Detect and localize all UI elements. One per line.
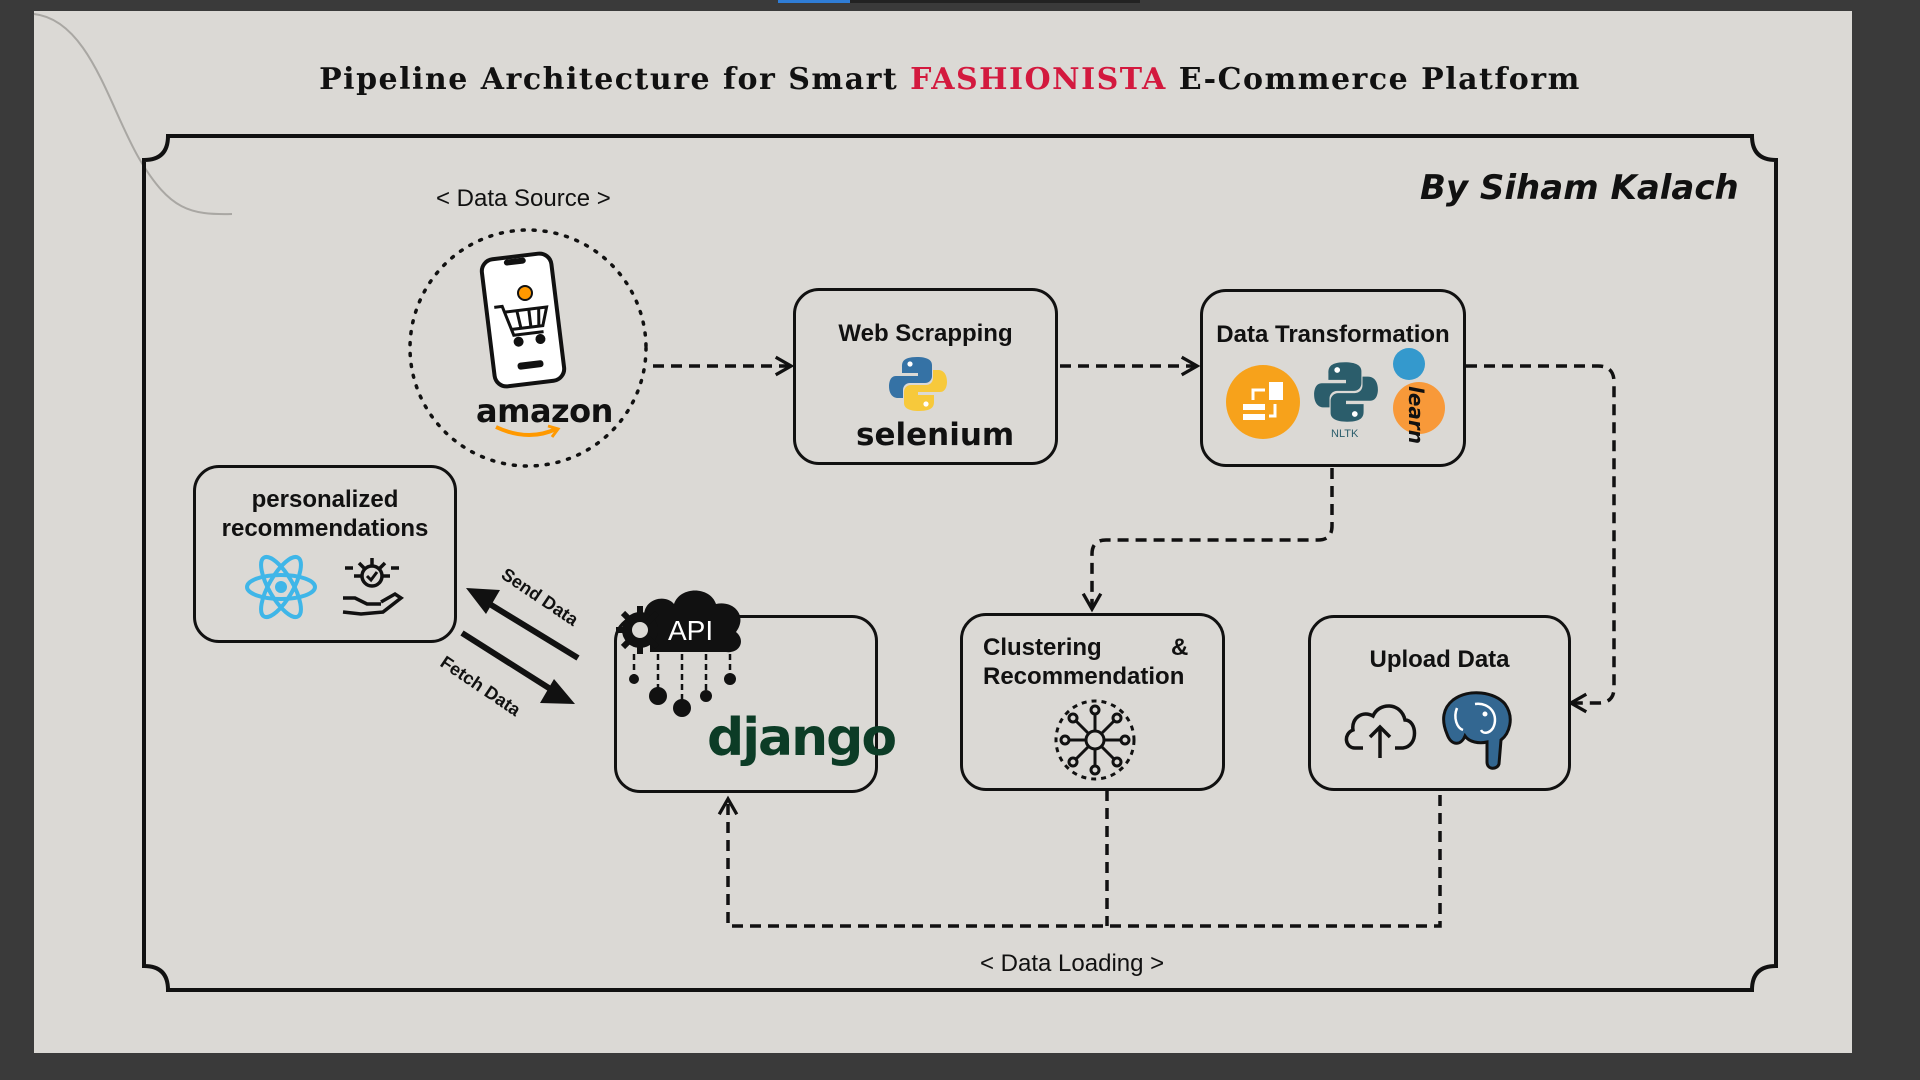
selenium-logo: selenium: [856, 417, 1015, 453]
page-title: Pipeline Architecture for Smart FASHIONI…: [0, 62, 1900, 97]
postgresql-elephant-icon: [1442, 691, 1512, 770]
outer-frame: [142, 134, 1778, 992]
data-transformation-title: Data Transformation: [1216, 321, 1450, 348]
sklearn-label: learn: [1404, 386, 1428, 444]
smartphone-cart-icon: [479, 251, 567, 389]
cloud-upload-icon: [1344, 704, 1417, 758]
upload-data-title: Upload Data: [1369, 646, 1510, 673]
title-brand: FASHIONISTA: [910, 62, 1167, 97]
network-hub-icon: [1054, 699, 1136, 781]
upload-data-node: Upload Data: [1308, 615, 1571, 791]
connector-transform-to-clustering: [1081, 468, 1334, 613]
data-transformation-node: Data Transformation NLTK learn: [1200, 289, 1466, 467]
clustering-title-line1: Clustering: [983, 634, 1102, 661]
window-tab-strip: [850, 0, 1140, 3]
clustering-title-amp: &: [1171, 634, 1189, 661]
clustering-title-line2: Recommendation: [983, 663, 1185, 690]
title-prefix: Pipeline Architecture for Smart: [319, 62, 911, 97]
react-icon: [245, 554, 317, 620]
personalized-title-line2: recommendations: [221, 515, 429, 542]
python-icon: [889, 357, 947, 411]
data-loading-label: < Data Loading >: [980, 950, 1165, 977]
amazon-smile-icon: [495, 424, 561, 438]
personalized-title-line1: personalized: [251, 486, 399, 513]
cloud-api-icon: API: [616, 590, 741, 717]
connector-data-loading: [717, 795, 1442, 928]
fetch-data-arrow: [460, 630, 575, 704]
api-label: API: [668, 615, 713, 646]
ai-hand-icon: [342, 558, 404, 616]
author-credit: By Siham Kalach: [1420, 168, 1739, 208]
clustering-recommendation-node: Clustering & Recommendation: [960, 613, 1225, 791]
connector-transform-to-upload: [1466, 364, 1616, 714]
django-logo: django: [707, 708, 897, 768]
nltk-label: NLTK: [1331, 428, 1359, 440]
title-suffix: E-Commerce Platform: [1166, 62, 1581, 97]
web-scrapping-node: Web Scrapping selenium: [793, 288, 1058, 465]
send-data-arrow: [466, 588, 580, 661]
data-source-circle: [408, 228, 648, 468]
data-processing-icon: [1226, 365, 1300, 439]
window-active-tab-indicator: [778, 0, 850, 3]
python-nltk-icon: [1314, 362, 1378, 422]
amazon-logo: amazon: [476, 392, 613, 430]
web-scrapping-title: Web Scrapping: [838, 320, 1013, 347]
sklearn-icon: learn: [1393, 348, 1445, 444]
data-source-label: < Data Source >: [436, 185, 611, 212]
personalized-recommendations-node: personalized recommendations: [193, 465, 457, 643]
decorative-curve: [33, 13, 233, 216]
